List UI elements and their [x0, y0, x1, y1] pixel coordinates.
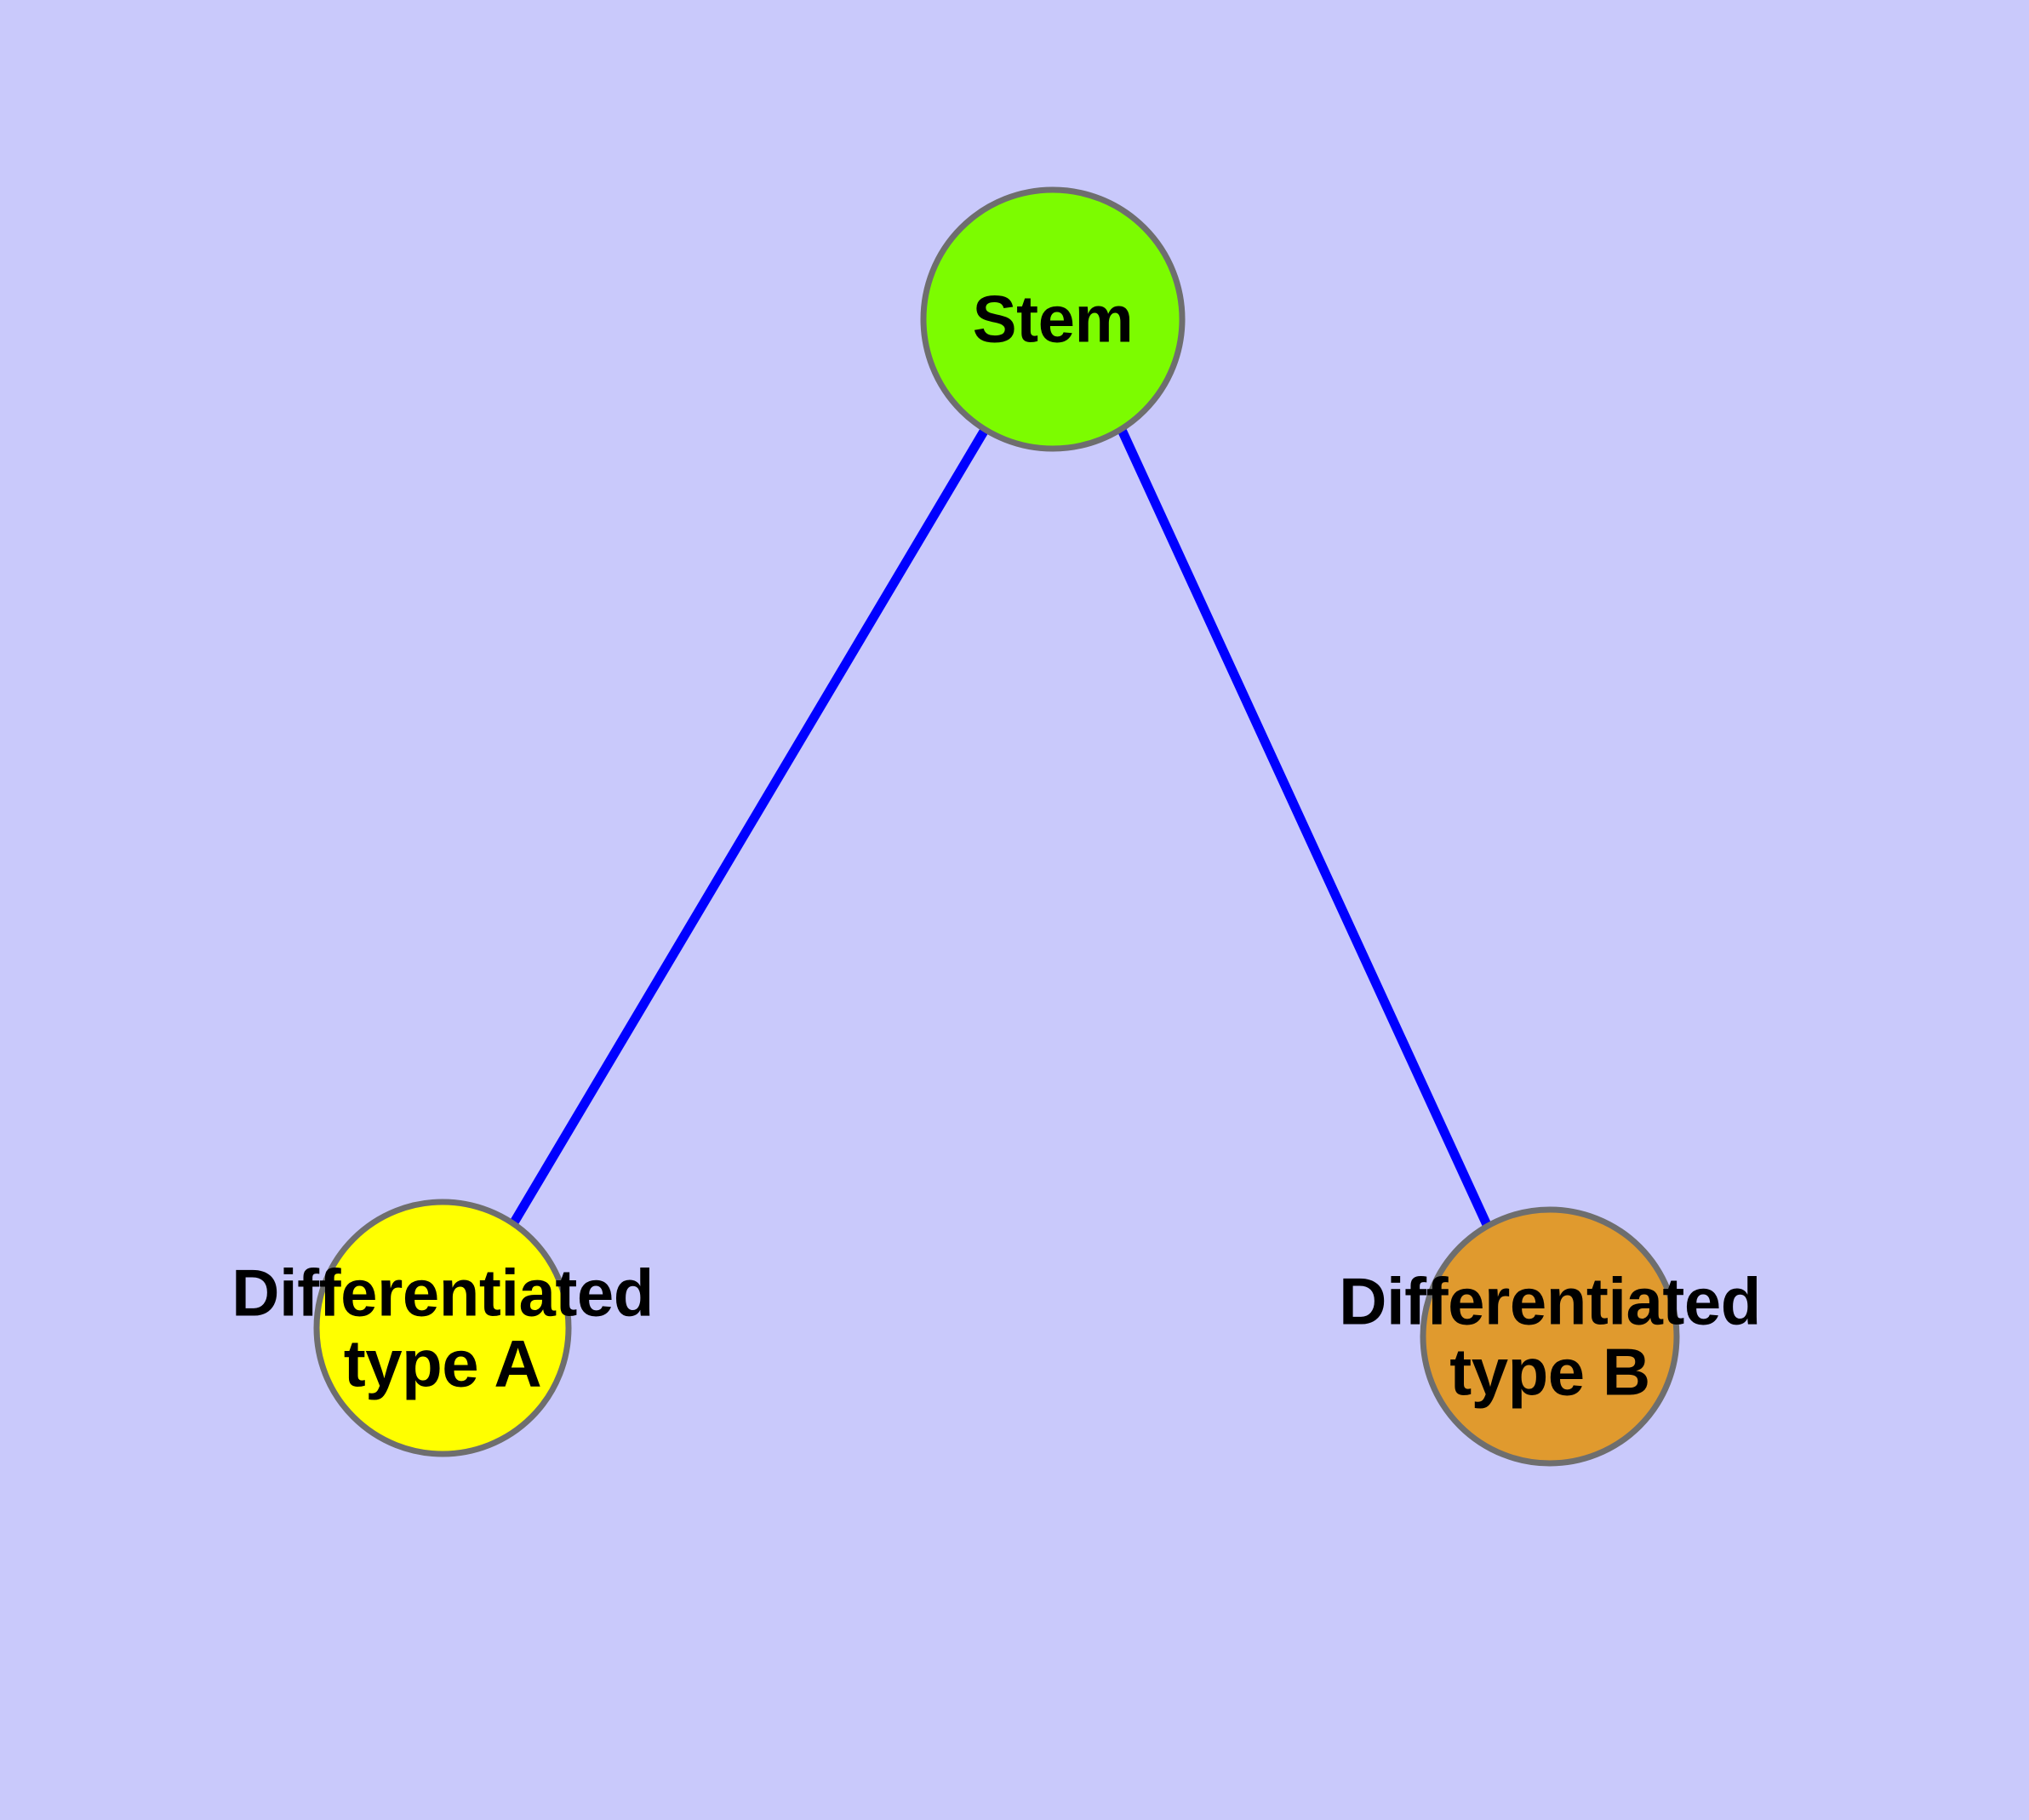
edge-layer	[510, 427, 1492, 1229]
edge-stem-to-diff-b[interactable]	[1117, 427, 1492, 1229]
node-differentiated-type-a[interactable]	[313, 1199, 572, 1457]
node-layer	[313, 186, 1680, 1467]
node-differentiated-type-b[interactable]	[1420, 1206, 1680, 1467]
edge-stem-to-diff-a[interactable]	[510, 427, 989, 1225]
node-stem[interactable]	[920, 186, 1186, 452]
